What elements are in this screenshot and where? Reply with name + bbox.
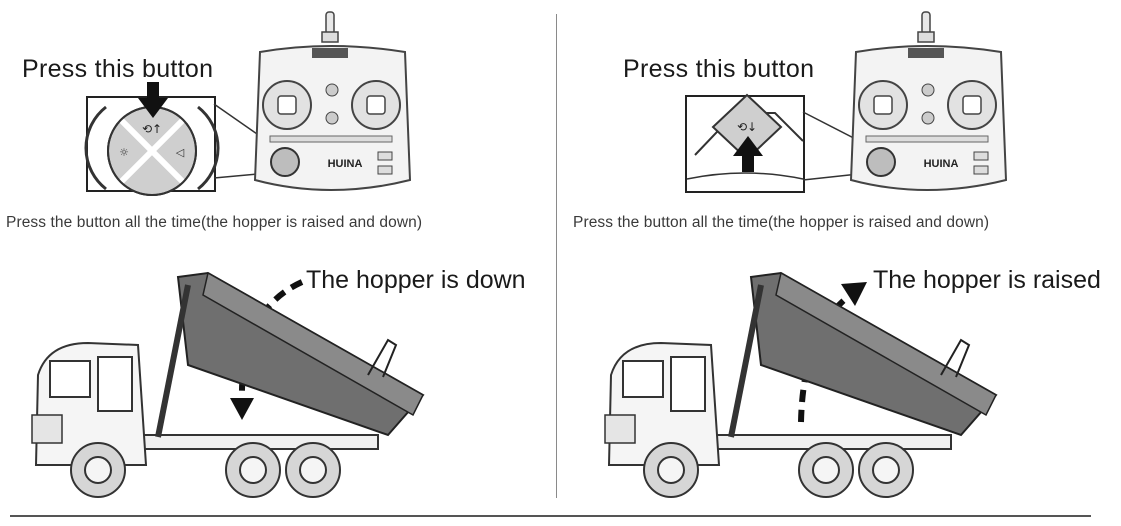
dump-truck-icon	[604, 271, 998, 498]
remote-brand: HUINA	[924, 158, 959, 170]
caption: Press the button all the time(the hopper…	[573, 214, 990, 231]
remote-control-icon: HUINA	[849, 11, 1008, 191]
remote-control-icon: HUINA	[253, 11, 412, 191]
curved-dashed-arrow-icon	[798, 282, 867, 423]
panel-hopper-raised: Press this button ⟲↓ HUINA Press t	[561, 0, 1121, 526]
press-label: Press this button	[623, 55, 815, 83]
button-zoom-inset: ⟲↓	[685, 93, 805, 193]
hopper-label: The hopper is down	[306, 266, 526, 294]
svg-text:☼: ☼	[119, 146, 129, 159]
remote-brand: HUINA	[328, 158, 363, 170]
panel-hopper-down: Press this button ⟲↑ ☼ ◁	[0, 0, 560, 526]
svg-text:⟲↓: ⟲↓	[737, 120, 757, 134]
svg-text:⟲↑: ⟲↑	[142, 122, 162, 136]
press-label: Press this button	[22, 55, 214, 83]
leader-lines	[802, 111, 878, 181]
dump-truck-icon	[31, 271, 425, 498]
hopper-label: The hopper is raised	[873, 266, 1101, 294]
arrow-icon	[138, 82, 168, 118]
arrow-icon	[733, 136, 763, 172]
svg-text:◁: ◁	[176, 146, 185, 159]
caption: Press the button all the time(the hopper…	[6, 214, 423, 231]
bottom-rule	[10, 515, 1091, 517]
button-zoom-inset: ⟲↑ ☼ ◁	[84, 96, 220, 196]
panel-divider	[556, 14, 557, 498]
